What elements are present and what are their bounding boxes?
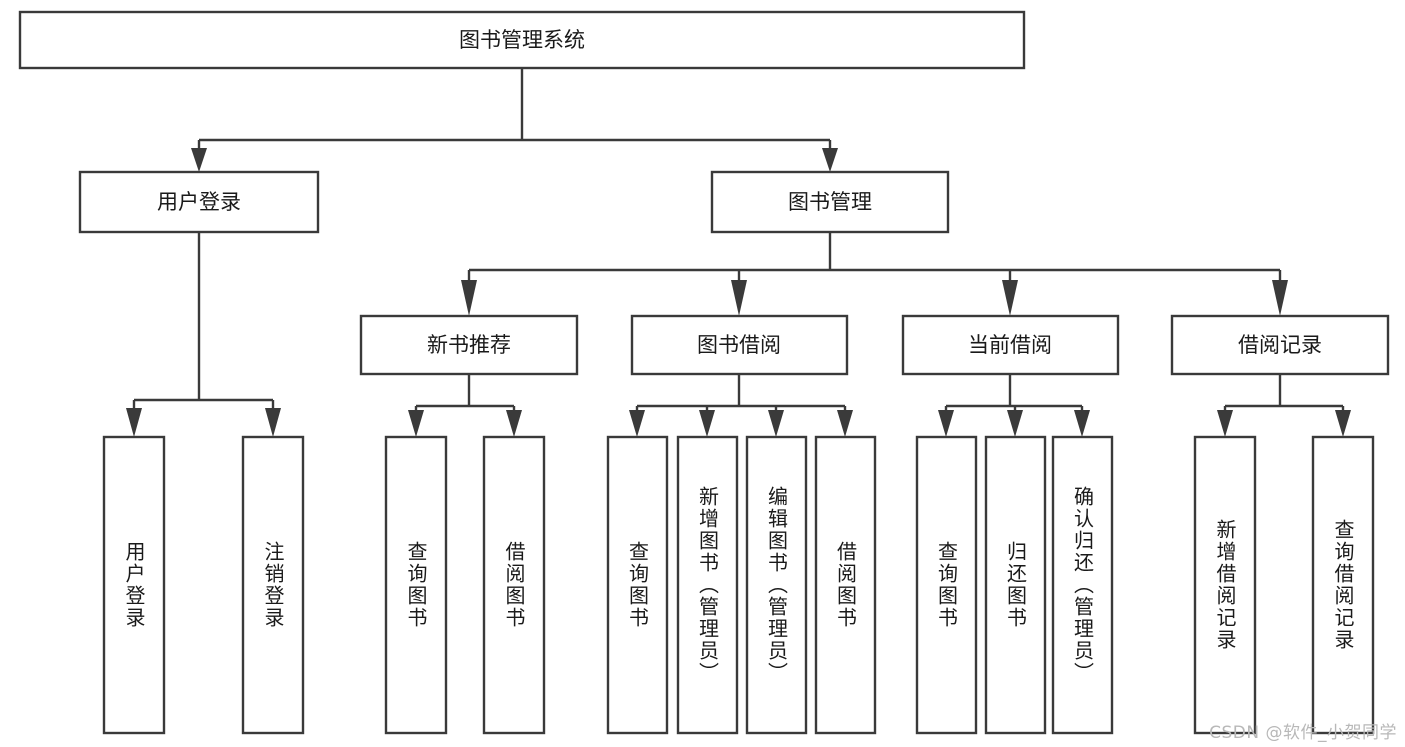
leaf-confirm-return-admin-box[interactable] <box>1051 435 1114 735</box>
node-book-borrow-box[interactable] <box>630 314 849 376</box>
node-current-borrow[interactable]: 当前借阅 <box>901 314 1120 376</box>
node-root-label: 图书管理系统 <box>459 28 585 52</box>
arrow-to-leaf-query-book-2 <box>629 410 645 437</box>
csdn-watermark: CSDN @软件_小贺同学 <box>1209 723 1397 743</box>
leaf-return-book-box[interactable] <box>984 435 1047 735</box>
arrow-to-leaf-edit-book-admin <box>768 410 784 437</box>
arrow-to-leaf-borrow-book-2 <box>837 410 853 437</box>
node-user-login[interactable]: 用户登录 <box>78 170 320 234</box>
node-borrow-record-box[interactable] <box>1170 314 1390 376</box>
node-book-borrow-label: 图书借阅 <box>697 333 781 357</box>
arrow-to-leaf-confirm-return-admin <box>1074 410 1090 437</box>
node-new-book-recommend[interactable]: 新书推荐 <box>359 314 579 376</box>
node-current-borrow-label: 当前借阅 <box>968 333 1052 357</box>
arrow-to-book-manage <box>822 148 838 172</box>
arrow-to-borrow-record <box>1272 280 1288 316</box>
arrow-to-leaf-logout <box>265 408 281 437</box>
node-new-book-recommend-label: 新书推荐 <box>427 333 511 357</box>
node-borrow-record[interactable]: 借阅记录 <box>1170 314 1390 376</box>
node-root[interactable]: 图书管理系统 <box>18 10 1026 70</box>
arrow-to-new-book-recommend <box>461 280 477 316</box>
arrow-to-leaf-add-borrow-record <box>1217 410 1233 437</box>
node-root-box[interactable] <box>18 10 1026 70</box>
leaf-user-login-box[interactable] <box>102 435 166 735</box>
arrow-to-leaf-user-login <box>126 408 142 437</box>
arrow-to-user-login <box>191 148 207 172</box>
arrow-to-leaf-return-book <box>1007 410 1023 437</box>
arrow-to-current-borrow <box>1002 280 1018 316</box>
node-user-login-label: 用户登录 <box>157 190 241 214</box>
leaf-logout-box[interactable] <box>241 435 305 735</box>
leaf-add-book-admin-box[interactable] <box>676 435 739 735</box>
leaf-query-book-3-box[interactable] <box>915 435 978 735</box>
leaf-query-borrow-record-box[interactable] <box>1311 435 1375 735</box>
leaf-boxes-layer <box>102 435 1375 735</box>
leaf-add-borrow-record-box[interactable] <box>1193 435 1257 735</box>
node-book-borrow[interactable]: 图书借阅 <box>630 314 849 376</box>
arrow-to-book-borrow <box>731 280 747 316</box>
leaf-borrow-book-2-box[interactable] <box>814 435 877 735</box>
node-book-manage-label: 图书管理 <box>788 190 872 214</box>
node-borrow-record-label: 借阅记录 <box>1238 333 1322 357</box>
node-new-book-recommend-box[interactable] <box>359 314 579 376</box>
leaf-borrow-book-1-box[interactable] <box>482 435 546 735</box>
leaf-query-book-1-box[interactable] <box>384 435 448 735</box>
arrow-to-leaf-query-borrow-record <box>1335 410 1351 437</box>
node-book-manage[interactable]: 图书管理 <box>710 170 950 234</box>
arrow-to-leaf-query-book-1 <box>408 410 424 437</box>
arrow-to-leaf-add-book-admin <box>699 410 715 437</box>
leaf-query-book-2-box[interactable] <box>606 435 669 735</box>
node-current-borrow-box[interactable] <box>901 314 1120 376</box>
nodes-layer: 图书管理系统 用户登录 图书管理 新书推荐 图书借阅 当前 <box>18 10 1390 735</box>
edges-layer <box>126 68 1351 437</box>
arrow-to-leaf-borrow-book-1 <box>506 410 522 437</box>
node-user-login-box[interactable] <box>78 170 320 234</box>
node-book-manage-box[interactable] <box>710 170 950 234</box>
leaf-edit-book-admin-box[interactable] <box>745 435 808 735</box>
arrow-to-leaf-query-book-3 <box>938 410 954 437</box>
